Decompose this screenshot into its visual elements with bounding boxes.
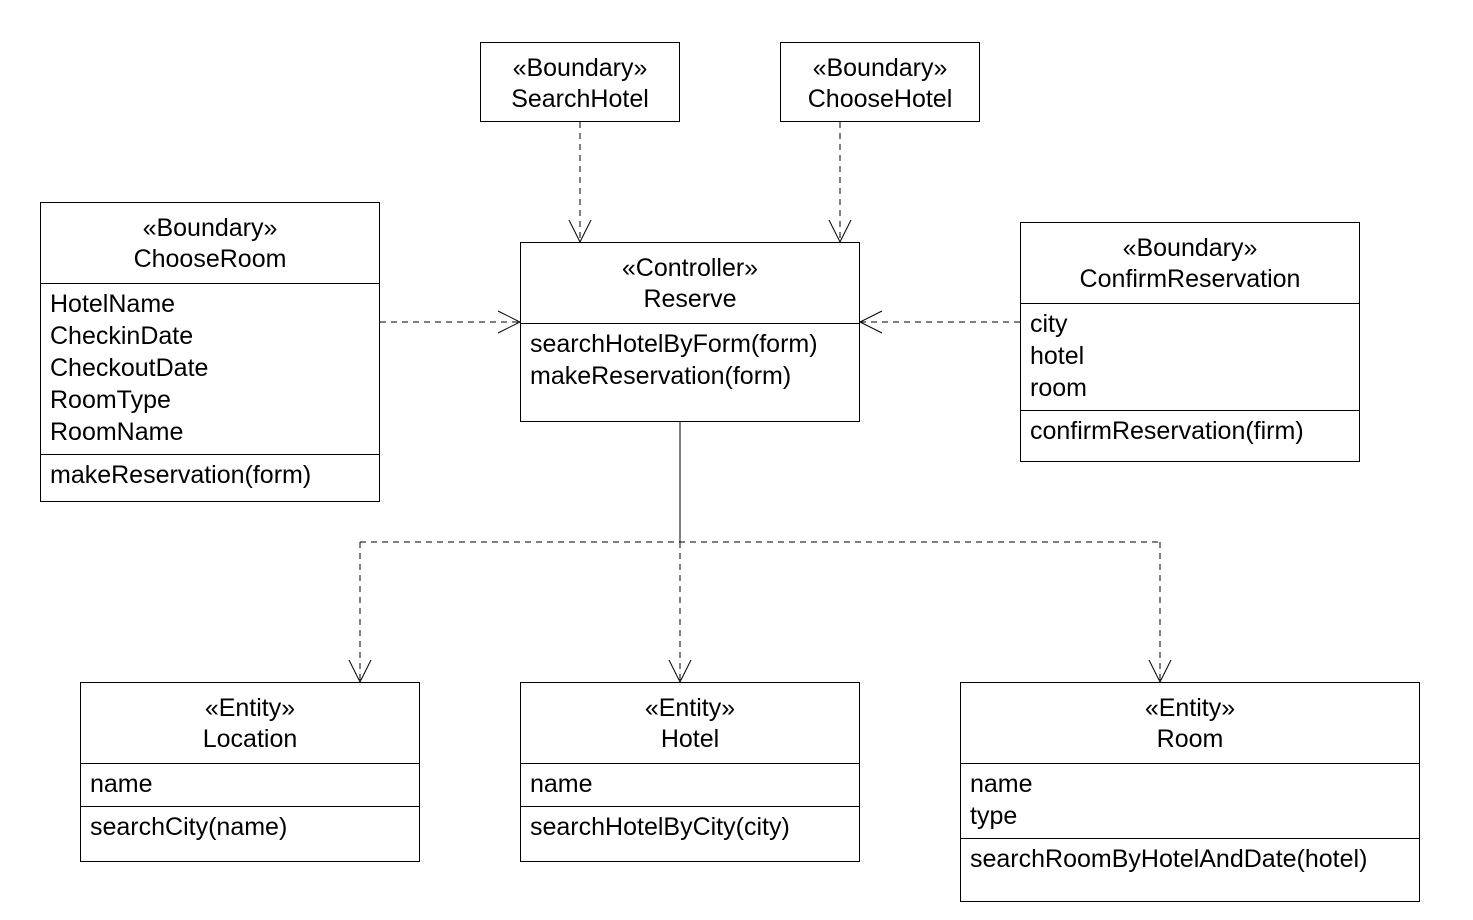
- operations-compartment: searchHotelByCity(city): [521, 806, 859, 849]
- class-name: Location: [202, 725, 298, 753]
- class-name: SearchHotel: [511, 85, 649, 113]
- class-name: Hotel: [660, 725, 720, 753]
- class-reserve: «Controller» Reserve searchHotelByForm(f…: [520, 242, 860, 422]
- stereotype: «Boundary»: [812, 54, 948, 82]
- class-header: «Entity» Hotel: [521, 683, 859, 763]
- class-confirmreservation: «Boundary» ConfirmReservation city hotel…: [1020, 222, 1360, 462]
- stereotype: «Boundary»: [142, 214, 278, 242]
- attribute: room: [1030, 374, 1087, 402]
- class-header: «Controller» Reserve: [521, 243, 859, 323]
- attributes-compartment: name type: [961, 763, 1419, 838]
- stereotype: «Entity»: [204, 694, 296, 722]
- class-choosehotel: «Boundary» ChooseHotel: [780, 42, 980, 122]
- class-searchhotel: «Boundary» SearchHotel: [480, 42, 680, 122]
- stereotype: «Controller»: [621, 254, 759, 282]
- stereotype: «Boundary»: [512, 54, 648, 82]
- class-room: «Entity» Room name type searchRoomByHote…: [960, 682, 1420, 902]
- class-header: «Entity» Room: [961, 683, 1419, 763]
- operations-compartment: makeReservation(form): [41, 454, 379, 497]
- attribute: HotelName: [50, 290, 176, 318]
- attributes-compartment: HotelName CheckinDate CheckoutDate RoomT…: [41, 283, 379, 454]
- attribute: RoomType: [50, 386, 171, 414]
- stereotype: «Entity»: [1144, 694, 1236, 722]
- operations-compartment: confirmReservation(firm): [1021, 410, 1359, 453]
- attribute: RoomName: [50, 418, 184, 446]
- class-header: «Boundary» ChooseRoom: [41, 203, 379, 283]
- operation: searchHotelByCity(city): [530, 813, 790, 841]
- operation: searchRoomByHotelAndDate(hotel): [970, 845, 1368, 873]
- operation: searchCity(name): [90, 813, 288, 841]
- class-name: ConfirmReservation: [1079, 265, 1301, 293]
- operation: makeReservation(form): [530, 362, 792, 390]
- stereotype: «Entity»: [644, 694, 736, 722]
- operation: makeReservation(form): [50, 461, 312, 489]
- operations-compartment: searchCity(name): [81, 806, 419, 849]
- class-location: «Entity» Location name searchCity(name): [80, 682, 420, 862]
- attribute: hotel: [1030, 342, 1085, 370]
- attributes-compartment: city hotel room: [1021, 303, 1359, 410]
- class-header: «Boundary» ConfirmReservation: [1021, 223, 1359, 303]
- class-name: Room: [1156, 725, 1224, 753]
- stereotype: «Boundary»: [1122, 234, 1258, 262]
- attribute: name: [530, 770, 593, 798]
- operation: confirmReservation(firm): [1030, 417, 1304, 445]
- class-hotel: «Entity» Hotel name searchHotelByCity(ci…: [520, 682, 860, 862]
- arrowhead-confirmreservation-reserve: [858, 310, 883, 334]
- operations-compartment: searchRoomByHotelAndDate(hotel): [961, 838, 1419, 881]
- attribute: city: [1030, 310, 1068, 338]
- operations-compartment: searchHotelByForm(form) makeReservation(…: [521, 323, 859, 398]
- attribute: type: [970, 802, 1018, 830]
- class-header: «Boundary» SearchHotel: [481, 43, 679, 123]
- attributes-compartment: name: [81, 763, 419, 806]
- class-name: ChooseHotel: [807, 85, 953, 113]
- operation: searchHotelByForm(form): [530, 330, 818, 358]
- attribute: name: [970, 770, 1033, 798]
- class-name: ChooseRoom: [133, 245, 287, 273]
- attribute: CheckinDate: [50, 322, 194, 350]
- class-name: Reserve: [643, 285, 737, 313]
- class-chooseroom: «Boundary» ChooseRoom HotelName CheckinD…: [40, 202, 380, 502]
- attribute: name: [90, 770, 153, 798]
- attribute: CheckoutDate: [50, 354, 209, 382]
- class-header: «Boundary» ChooseHotel: [781, 43, 979, 123]
- class-header: «Entity» Location: [81, 683, 419, 763]
- attributes-compartment: name: [521, 763, 859, 806]
